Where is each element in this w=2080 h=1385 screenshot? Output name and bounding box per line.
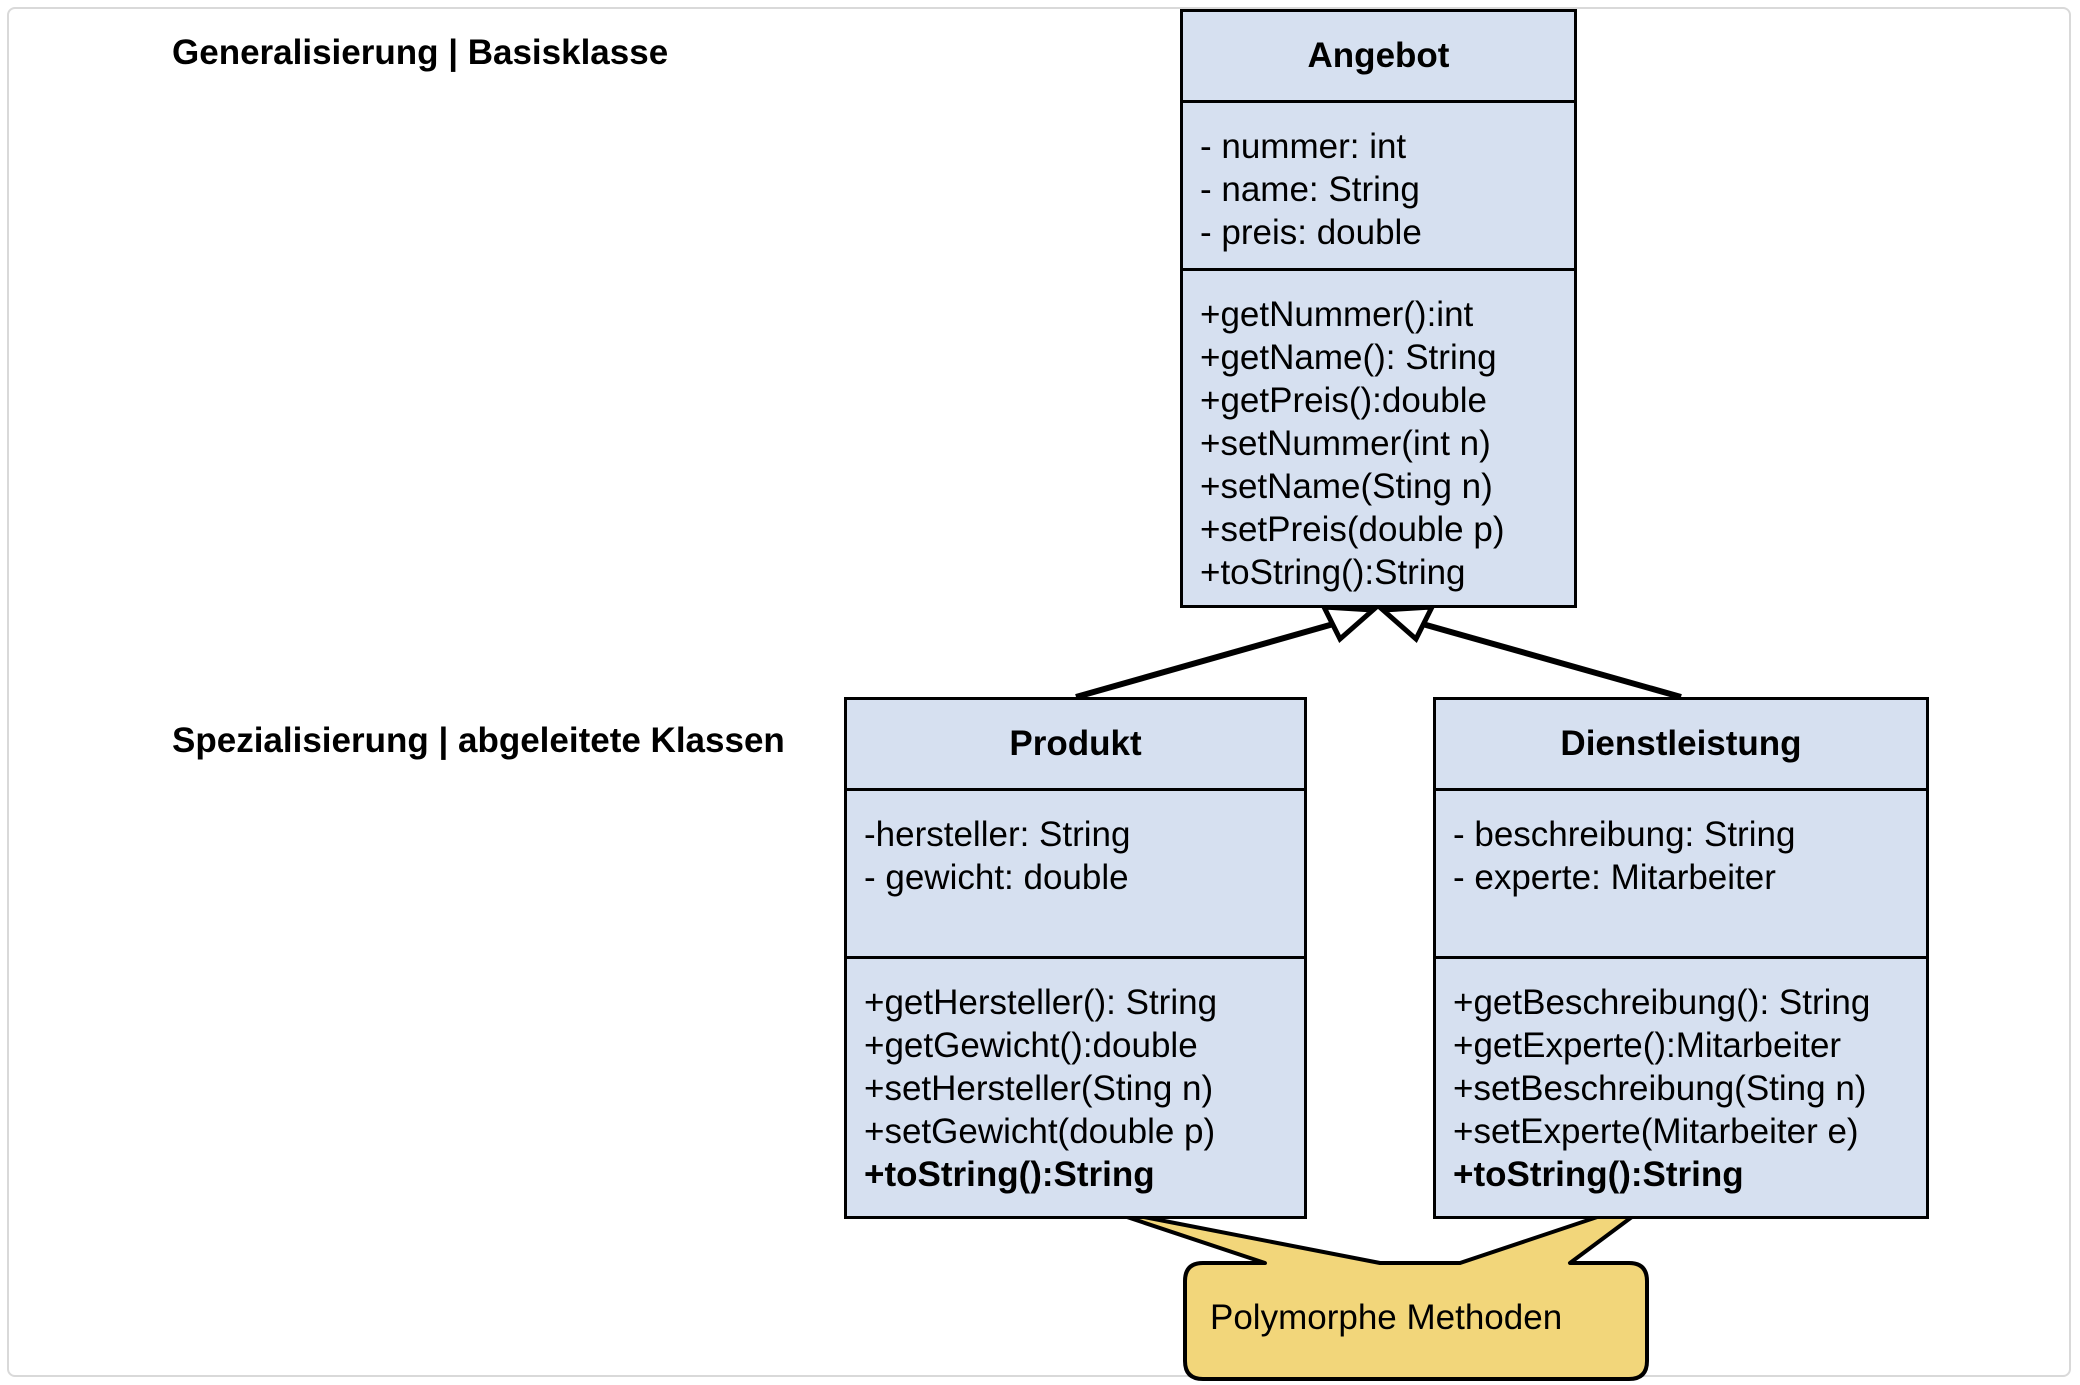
methods-angebot: +getNummer():int +getName(): String +get…	[1183, 271, 1574, 594]
method: +getHersteller(): String	[864, 983, 1218, 1022]
attribute: -hersteller: String	[864, 815, 1131, 854]
inheritance-arrowhead-produkt	[1319, 604, 1380, 644]
method: +getName(): String	[1200, 338, 1497, 377]
method: +toString():String	[1200, 553, 1466, 592]
method: +setName(Sting n)	[1200, 467, 1493, 506]
method: +getNummer():int	[1200, 295, 1474, 334]
method: +setGewicht(double p)	[864, 1112, 1216, 1151]
method: +setExperte(Mitarbeiter e)	[1453, 1112, 1859, 1151]
class-angebot: Angebot - nummer: int - name: String - p…	[1180, 9, 1577, 608]
attribute: - experte: Mitarbeiter	[1453, 858, 1776, 897]
class-produkt: Produkt -hersteller: String - gewicht: d…	[844, 697, 1307, 1219]
method: +getPreis():double	[1200, 381, 1487, 420]
inheritance-line-produkt	[1075, 618, 1345, 700]
method: +setNummer(int n)	[1200, 424, 1491, 463]
polymorphic-method: +toString():String	[1453, 1155, 1744, 1194]
class-name-angebot: Angebot	[1183, 12, 1574, 103]
callout-label: Polymorphe Methoden	[1210, 1298, 1563, 1337]
method: +setPreis(double p)	[1200, 510, 1505, 549]
attribute: - nummer: int	[1200, 127, 1407, 166]
method: +getGewicht():double	[864, 1026, 1198, 1065]
attributes-angebot: - nummer: int - name: String - preis: do…	[1183, 103, 1574, 271]
callout-bubble	[1101, 1194, 1662, 1381]
method: +getExperte():Mitarbeiter	[1453, 1026, 1842, 1065]
class-dienstleistung: Dienstleistung - beschreibung: String - …	[1433, 697, 1929, 1219]
diagram-frame	[7, 7, 2071, 1377]
class-name-produkt: Produkt	[847, 700, 1304, 791]
method: +getBeschreibung(): String	[1453, 983, 1871, 1022]
attributes-produkt: -hersteller: String - gewicht: double	[847, 791, 1304, 959]
method: +setBeschreibung(Sting n)	[1453, 1069, 1867, 1108]
method: +setHersteller(Sting n)	[864, 1069, 1214, 1108]
attribute: - preis: double	[1200, 213, 1422, 252]
polymorphic-method: +toString():String	[864, 1155, 1155, 1194]
class-name-dienstleistung: Dienstleistung	[1436, 700, 1926, 791]
inheritance-line-dienstleistung	[1411, 618, 1682, 700]
methods-produkt: +getHersteller(): String +getGewicht():d…	[847, 959, 1304, 1196]
generalization-heading: Generalisierung | Basisklasse	[172, 33, 669, 72]
attribute: - name: String	[1200, 170, 1420, 209]
attributes-dienstleistung: - beschreibung: String - experte: Mitarb…	[1436, 791, 1926, 959]
attribute: - gewicht: double	[864, 858, 1129, 897]
specialization-heading: Spezialisierung | abgeleitete Klassen	[172, 721, 785, 760]
inheritance-arrowhead-dienstleistung	[1376, 604, 1437, 644]
attribute: - beschreibung: String	[1453, 815, 1796, 854]
methods-dienstleistung: +getBeschreibung(): String +getExperte()…	[1436, 959, 1926, 1196]
